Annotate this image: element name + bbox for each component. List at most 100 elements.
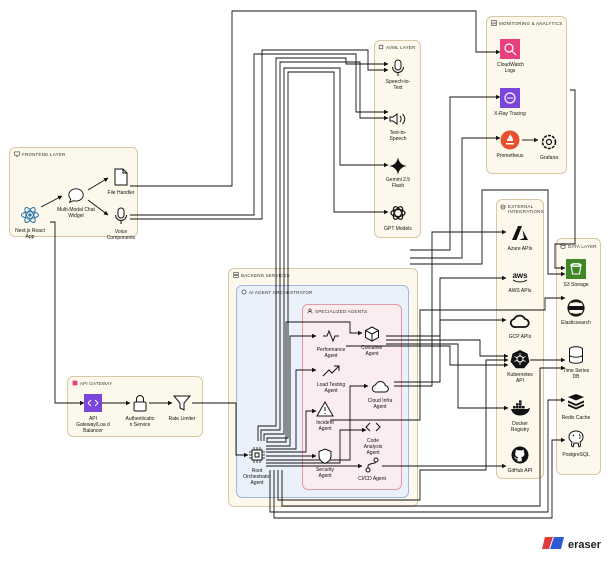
specialized-agents-group: SPECIALIZED AGENTS [302, 304, 402, 490]
bot-icon [241, 289, 247, 295]
node-redis[interactable]: Redis Cache [553, 391, 599, 421]
node-cicd-agent-label: CI/CD Agent [358, 476, 386, 482]
node-timeseries-db-label: Time Series DB [562, 368, 590, 380]
node-load-testing-agent-label: Load Testing Agent [316, 382, 346, 394]
edge-agents-prometheus [410, 135, 501, 259]
edge-container-gcp [386, 317, 507, 337]
node-chat-widget-label: Multi-Modal Chat Widget [57, 207, 95, 219]
node-gemini[interactable]: Gemini 2.5 Flash [375, 155, 421, 189]
edge-root-stt [257, 57, 389, 441]
postgresql-elephant-icon [565, 428, 587, 450]
node-gcp[interactable]: GCP APIs [497, 310, 543, 340]
edge-container-docker [386, 343, 509, 411]
svg-text:aws: aws [512, 271, 528, 280]
edge-frontend-cloudwatch [130, 10, 501, 187]
monitoring-label: MONITORING & ANALYTICS [499, 20, 563, 26]
cloud-icon [369, 376, 391, 398]
node-postgresql[interactable]: PostgreSQL [553, 428, 599, 458]
node-voice-components-label: Voice Components [106, 229, 136, 241]
node-text-to-speech[interactable]: Text-to- Speech [375, 108, 421, 142]
eraser-brand[interactable]: eraser [542, 536, 601, 554]
edge-root-redis [269, 397, 566, 513]
github-icon [509, 444, 531, 466]
node-nextjs[interactable]: Next.js React App [7, 204, 53, 240]
node-rate-limiter[interactable]: Rate Limiter [159, 392, 205, 422]
edge-root-postgres [273, 437, 566, 519]
node-kubernetes[interactable]: Kubernetes API [497, 348, 543, 384]
chip-icon [378, 44, 384, 50]
cpu-icon [246, 444, 268, 466]
chat-bubble-icon [65, 185, 87, 207]
node-aws[interactable]: aws AWS APIs [497, 266, 543, 294]
box-icon [361, 323, 383, 345]
edge-root-gemini [263, 67, 389, 441]
edge-root-tts [260, 61, 389, 441]
node-s3-label: S3 Storage [563, 282, 589, 288]
edge-root-timeseries [281, 365, 566, 507]
eraser-brand-text: eraser [568, 539, 602, 551]
node-azure[interactable]: Azure APIs [497, 222, 543, 252]
server-icon [233, 272, 239, 278]
edge-agents-s3 [410, 189, 566, 277]
azure-icon [509, 222, 531, 244]
funnel-icon [171, 392, 193, 414]
node-timeseries-db[interactable]: Time Series DB [553, 344, 599, 380]
lock-icon [129, 392, 151, 414]
node-api-gateway[interactable]: API Gateway/Loa d Balancer [70, 392, 116, 434]
node-performance-agent[interactable]: Performance Agent [308, 325, 354, 359]
microphone-icon [387, 57, 409, 79]
node-chat-widget[interactable]: Multi-Modal Chat Widget [53, 185, 99, 219]
node-cloudwatch-label: CloudWatch Logs [497, 62, 525, 74]
gemini-sparkle-icon [387, 155, 409, 177]
node-security-agent-label: Security Agent [315, 467, 335, 479]
node-aws-label: AWS APIs [508, 288, 532, 294]
node-cloud-infra-agent[interactable]: Cloud Infra Agent [357, 376, 403, 410]
frontend-layer-label: FRONTEND LAYER [22, 151, 66, 157]
backend-services-label: BACKEND SERVICES [241, 272, 290, 278]
node-github[interactable]: GitHub API [497, 444, 543, 474]
node-auth-service[interactable]: Authenticatio n Service [117, 392, 163, 428]
edge-perf-k8s [346, 345, 509, 368]
node-s3[interactable]: S3 Storage [553, 258, 599, 288]
node-elasticsearch[interactable]: Elasticsearch [553, 297, 599, 326]
node-cloudwatch[interactable]: CloudWatch Logs [487, 38, 533, 74]
node-xray-label: X-Ray Tracing [494, 111, 526, 117]
node-text-to-speech-label: Text-to- Speech [389, 130, 407, 142]
node-gpt-models[interactable]: GPT Models [375, 202, 421, 232]
node-speech-to-text[interactable]: Speech-to- Text [375, 57, 421, 91]
node-incident-agent[interactable]: Incident Agent [302, 398, 348, 432]
node-security-agent[interactable]: Security Agent [302, 445, 348, 479]
node-root-orchestrator[interactable]: Root Orchestrator Agent [234, 444, 280, 486]
node-grafana-label: Grafana [539, 155, 559, 161]
node-github-label: GitHub API [507, 468, 533, 474]
node-docker[interactable]: Docker Registry [497, 397, 543, 433]
node-file-handler[interactable]: File Handler [98, 166, 144, 196]
node-file-handler-label: File Handler [107, 190, 135, 196]
node-gpt-models-label: GPT Models [384, 226, 412, 232]
kubernetes-icon [509, 348, 531, 370]
edge-nextjs-gateway [50, 221, 85, 406]
node-cicd-agent[interactable]: CI/CD Agent [349, 454, 395, 482]
node-docker-label: Docker Registry [510, 421, 530, 433]
data-layer-label: DATA LAYER [568, 243, 597, 249]
node-root-orchestrator-label: Root Orchestrator Agent [243, 468, 271, 486]
node-postgresql-label: PostgreSQL [562, 452, 590, 458]
node-container-agent[interactable]: Container Agent [349, 323, 395, 357]
node-api-gateway-label: API Gateway/Loa d Balancer [76, 416, 110, 434]
edge-incident-elastic [330, 295, 566, 421]
docker-icon [509, 397, 531, 419]
node-grafana[interactable]: Grafana [526, 131, 572, 161]
node-prometheus[interactable]: Prometheus [487, 129, 533, 159]
node-load-testing-agent[interactable]: Load Testing Agent [308, 360, 354, 394]
edge-root-cloudinfra [266, 383, 369, 461]
edge-root-k8s [277, 357, 509, 501]
volume-icon [387, 108, 409, 130]
node-xray[interactable]: X-Ray Tracing [487, 87, 533, 117]
edge-root-gpt [266, 71, 389, 441]
node-code-analysis-agent[interactable]: Code Analysis Agent [350, 416, 396, 456]
users-icon [307, 308, 313, 314]
node-voice-components[interactable]: Voice Components [98, 205, 144, 241]
xray-icon [499, 87, 521, 109]
node-redis-label: Redis Cache [561, 415, 591, 421]
grafana-icon [538, 131, 560, 153]
